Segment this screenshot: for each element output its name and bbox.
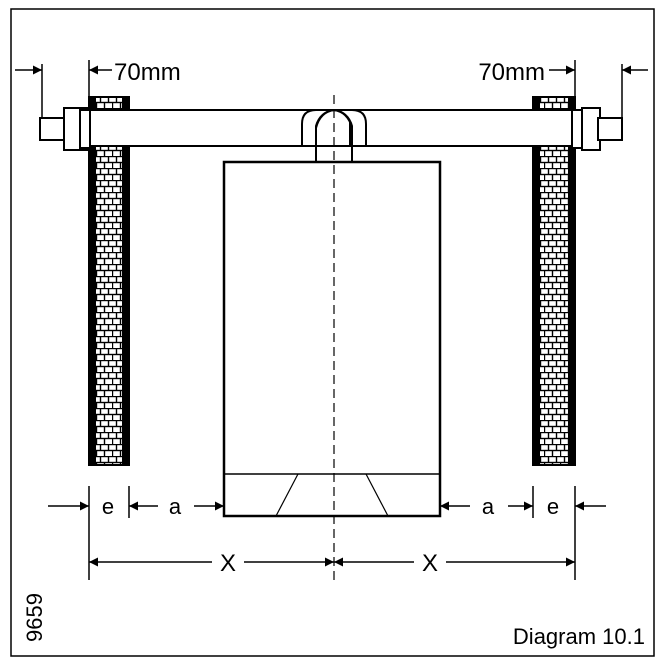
offset-dimension-right <box>549 60 648 118</box>
wall-thickness-label-left: e <box>102 494 114 519</box>
offset-label-right: 70mm <box>478 59 545 86</box>
offset-dimension-left <box>15 60 112 118</box>
wall-thickness-label-right: e <box>547 494 559 519</box>
right-flue-pipe <box>349 107 623 151</box>
left-flue-pipe <box>39 107 317 151</box>
clearance-label-right: a <box>482 494 495 519</box>
figure-border <box>10 8 655 657</box>
clearance-label-left: a <box>169 494 182 519</box>
left-wall <box>88 96 130 466</box>
offset-label-left: 70mm <box>114 59 181 86</box>
half-width-label-left: X <box>220 550 236 577</box>
diagram-caption: Diagram 10.1 <box>513 624 645 649</box>
reference-number: 9659 <box>22 593 47 642</box>
boiler-unit <box>222 160 442 518</box>
half-width-label-right: X <box>422 550 438 577</box>
right-wall <box>532 96 576 466</box>
